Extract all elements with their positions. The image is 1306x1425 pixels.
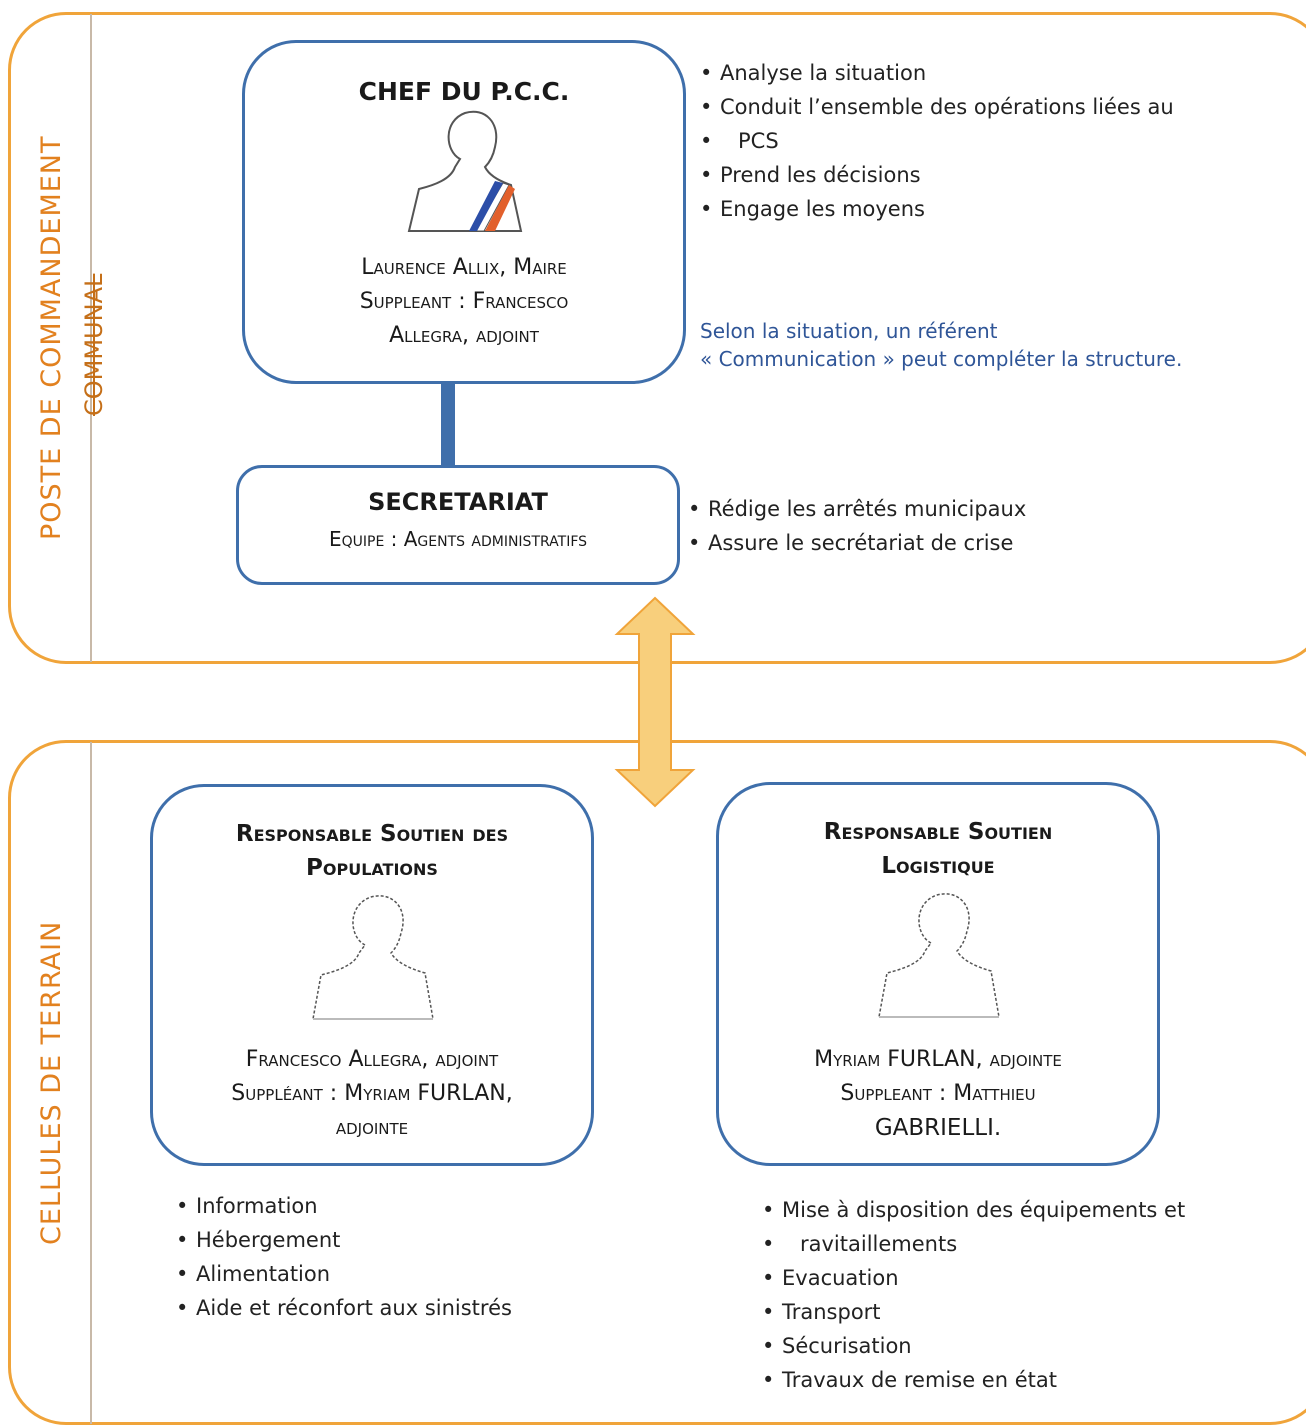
person-silhouette-icon: [878, 893, 1000, 1018]
populations-task: Aide et réconfort aux sinistrés: [176, 1291, 596, 1325]
populations-name: Francesco Allegra, adjoint: [245, 1047, 499, 1072]
populations-task: Alimentation: [176, 1257, 596, 1291]
logistique-task: Sécurisation: [762, 1329, 1262, 1363]
logistique-task: Transport: [762, 1295, 1262, 1329]
logistique-task: Mise à disposition des équipements et: [762, 1193, 1262, 1227]
secretariat-task: Assure le secrétariat de crise: [688, 526, 1268, 560]
chef-task-continuation: PCS: [700, 124, 1260, 158]
chef-title: CHEF DU P.C.C.: [358, 77, 570, 106]
populations-task: Hébergement: [176, 1223, 596, 1257]
secretariat-subtitle: Equipe : Agents administratifs: [328, 527, 588, 551]
logistique-task-continuation: ravitaillements: [762, 1227, 1262, 1261]
logistique-task: Evacuation: [762, 1261, 1262, 1295]
pcc-panel-divider: [90, 14, 92, 662]
chef-task: Conduit l’ensemble des opérations liées …: [700, 90, 1260, 124]
logistique-title: Responsable Soutien: [823, 819, 1053, 845]
secretariat-box: SECRETARIAT Equipe : Agents administrati…: [236, 465, 680, 585]
populations-title-line2: Populations: [306, 855, 438, 881]
communication-note-line1: Selon la situation, un référent: [700, 319, 998, 343]
secretariat-terrain-double-arrow: [614, 596, 696, 808]
chef-task: Analyse la situation: [700, 56, 1260, 90]
populations-box: Responsable Soutien des Populations Fran…: [150, 784, 594, 1166]
logistique-suppleant-name: GABRIELLI.: [874, 1115, 1002, 1141]
logistique-box: Responsable Soutien Logistique Myriam FU…: [716, 782, 1160, 1166]
person-silhouette-icon: [312, 895, 434, 1020]
secretariat-title: SECRETARIAT: [368, 488, 548, 516]
populations-task: Information: [176, 1189, 596, 1223]
logistique-task: Travaux de remise en état: [762, 1363, 1262, 1397]
mayor-silhouette-icon: [407, 110, 523, 232]
terrain-panel-divider: [90, 742, 92, 1424]
populations-title: Responsable Soutien des: [235, 821, 509, 847]
chef-task: Engage les moyens: [700, 192, 1260, 226]
chef-task: Prend les décisions: [700, 158, 1260, 192]
logistique-task-list: Mise à disposition des équipements et ra…: [762, 1193, 1262, 1397]
chef-task-list: Analyse la situation Conduit l’ensemble …: [700, 56, 1260, 226]
populations-suppleant: Suppléant : Myriam FURLAN,: [231, 1081, 513, 1106]
chef-suppleant-role: Allegra, adjoint: [389, 323, 539, 348]
communication-note-line2: « Communication » peut compléter la stru…: [700, 347, 1183, 371]
populations-task-list: Information Hébergement Alimentation Aid…: [176, 1189, 596, 1325]
populations-suppleant-role: adjointe: [335, 1115, 409, 1140]
logistique-name: Myriam FURLAN, adjointe: [814, 1047, 1062, 1072]
secretariat-task-list: Rédige les arrêtés municipaux Assure le …: [688, 492, 1268, 560]
logistique-suppleant: Suppleant : Matthieu: [840, 1081, 1036, 1106]
secretariat-task: Rédige les arrêtés municipaux: [688, 492, 1268, 526]
chef-name: Laurence Allix, Maire: [361, 255, 567, 280]
logistique-title-line2: Logistique: [881, 853, 995, 879]
chef-to-secretariat-connector: [441, 370, 455, 474]
chef-pcc-box: CHEF DU P.C.C. Laurence Allix, Maire Sup…: [242, 40, 686, 384]
chef-suppleant: Suppleant : Francesco: [359, 289, 569, 314]
